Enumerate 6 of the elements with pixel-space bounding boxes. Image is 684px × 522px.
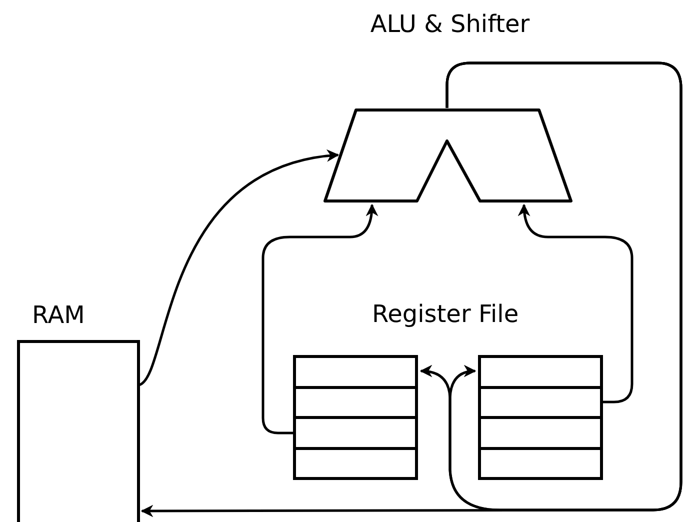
alu-label: ALU & Shifter	[369, 12, 531, 36]
ram-label: RAM	[32, 303, 85, 327]
arrow	[518, 204, 634, 404]
arrow	[262, 204, 378, 434]
arrow	[138, 150, 340, 386]
register-file-label: Register File	[372, 302, 519, 326]
